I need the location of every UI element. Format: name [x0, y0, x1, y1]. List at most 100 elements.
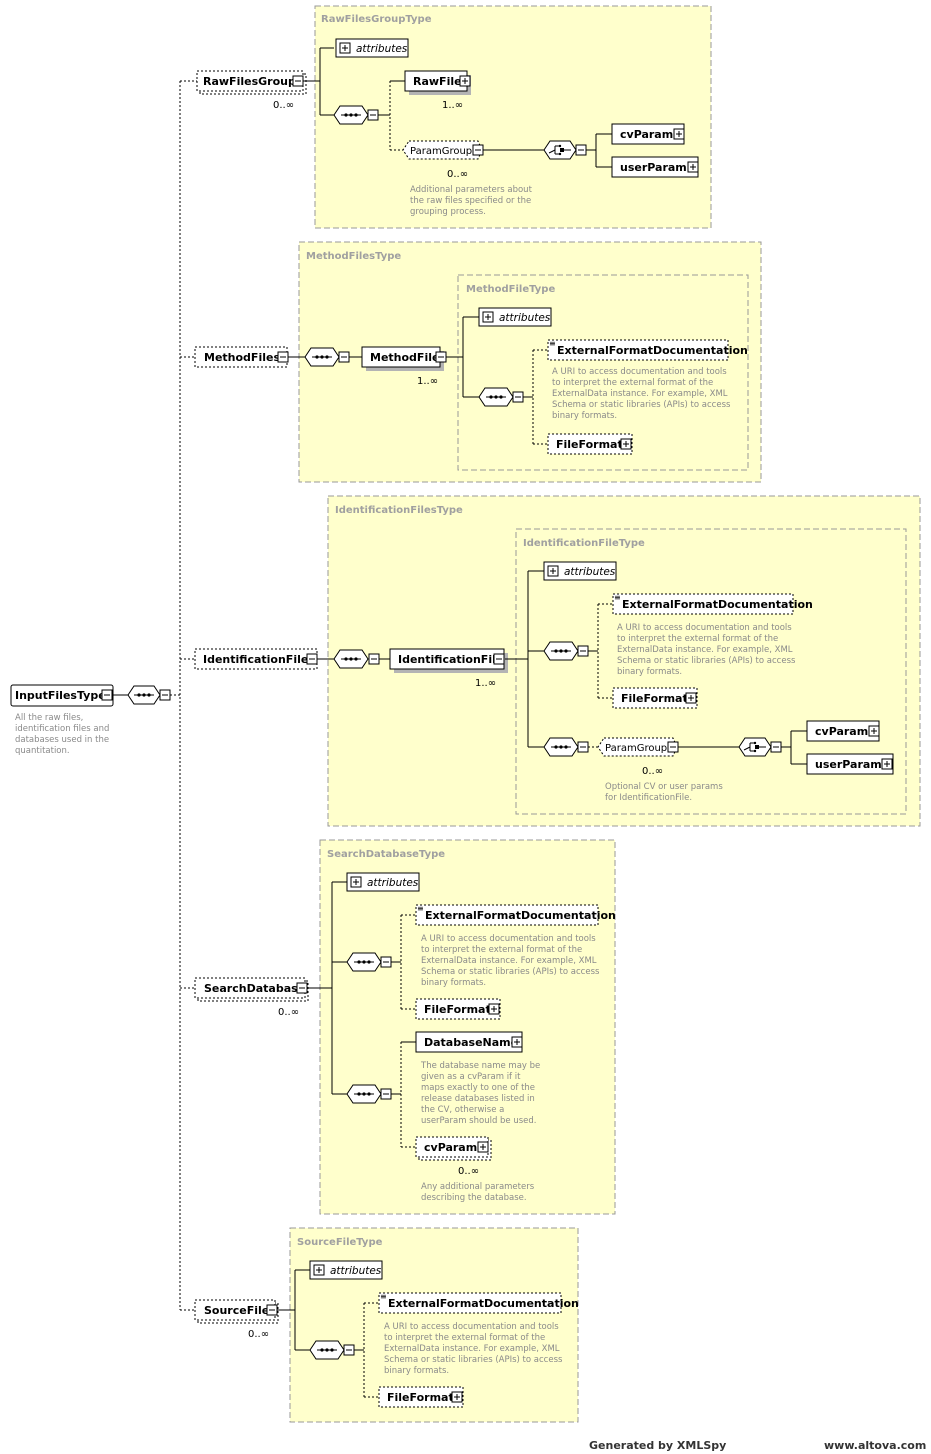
svg-text:FileFormat: FileFormat [556, 438, 623, 451]
search-database-sequence-1[interactable] [346, 952, 392, 972]
method-files-sequence[interactable] [304, 347, 350, 367]
source-file-element[interactable]: SourceFile [194, 1299, 279, 1324]
search-external-format-doc-element[interactable]: ≡ ExternalFormatDocumentation [415, 904, 616, 926]
svg-text:≡: ≡ [549, 339, 556, 348]
svg-text:≡: ≡ [417, 904, 424, 913]
search-database-sequence-2[interactable] [346, 1084, 392, 1104]
root-element-input-files-type[interactable]: InputFilesType [10, 684, 114, 707]
identification-file-cardinality: 1..∞ [475, 678, 496, 689]
svg-text:ExternalFormatDocumentation: ExternalFormatDocumentation [557, 344, 748, 357]
database-name-doc: The database name may be given as a cvPa… [420, 1061, 543, 1126]
identification-param-group-element[interactable]: ParamGroup [597, 737, 679, 757]
identification-external-format-doc-text: A URI to access documentation and tools … [617, 623, 798, 677]
svg-text:ExternalFormatDocumentation: ExternalFormatDocumentation [622, 598, 813, 611]
identification-cv-param-element[interactable]: cvParam [806, 720, 880, 742]
svg-text:attributes: attributes [330, 1265, 382, 1277]
identification-external-format-doc-element[interactable]: ≡ ExternalFormatDocumentation [612, 593, 813, 615]
method-files-element[interactable]: MethodFiles [194, 346, 289, 368]
method-files-label: MethodFiles [204, 351, 280, 364]
svg-text:≡: ≡ [380, 1292, 387, 1301]
svg-text:FileFormat: FileFormat [621, 692, 688, 705]
search-cv-param-cardinality: 0..∞ [458, 1166, 479, 1177]
svg-text:≡: ≡ [614, 593, 621, 602]
search-database-type-title: SearchDatabaseType [327, 849, 445, 860]
search-database-cardinality: 0..∞ [278, 1007, 299, 1018]
method-external-format-doc-element[interactable]: ≡ ExternalFormatDocumentation [547, 339, 748, 361]
source-file-cardinality: 0..∞ [248, 1329, 269, 1340]
raw-param-group-cardinality: 0..∞ [447, 169, 468, 180]
raw-cv-param-element[interactable]: cvParam [611, 123, 685, 145]
source-file-label: SourceFile [204, 1304, 269, 1317]
identification-files-type-title: IdentificationFilesType [335, 505, 463, 516]
source-file-attributes[interactable]: attributes [309, 1260, 383, 1280]
identification-file-sequence[interactable] [543, 641, 589, 661]
svg-text:FileFormat: FileFormat [424, 1003, 491, 1016]
source-file-type-title: SourceFileType [297, 1237, 383, 1248]
footer-site[interactable]: www.altova.com [824, 1439, 926, 1452]
method-file-attributes[interactable]: attributes [478, 307, 552, 327]
identification-param-group-cardinality: 0..∞ [642, 766, 663, 777]
raw-files-group-cardinality: 0..∞ [273, 100, 294, 111]
source-external-format-doc-element[interactable]: ≡ ExternalFormatDocumentation [378, 1292, 579, 1314]
identification-param-group-doc: Optional CV or user params for Identific… [605, 782, 725, 803]
identification-file-format-element[interactable]: FileFormat [612, 687, 698, 709]
raw-files-group-label: RawFilesGroup [203, 75, 296, 88]
raw-files-group-attributes[interactable]: attributes [335, 38, 409, 58]
root-element-label: InputFilesType [15, 689, 106, 702]
root-doc: All the raw files, identification files … [15, 713, 112, 756]
identification-file-type-title: IdentificationFileType [523, 538, 645, 549]
identification-file-label: IdentificationFile [398, 653, 503, 666]
method-external-format-doc-text: A URI to access documentation and tools … [552, 367, 733, 421]
method-file-sequence[interactable] [478, 387, 524, 407]
raw-user-param-element[interactable]: userParam [611, 156, 699, 178]
source-file-format-element[interactable]: FileFormat [378, 1386, 464, 1408]
svg-text:DatabaseName: DatabaseName [424, 1036, 518, 1049]
raw-file-element[interactable]: RawFile [404, 70, 471, 95]
svg-text:attributes: attributes [356, 43, 408, 55]
identification-files-element[interactable]: IdentificationFiles [194, 648, 318, 670]
identification-param-sequence[interactable] [543, 737, 589, 757]
svg-text:attributes: attributes [367, 877, 419, 889]
method-file-label: MethodFile [370, 351, 439, 364]
raw-param-group-label: ParamGroup [410, 146, 472, 157]
raw-file-label: RawFile [413, 75, 462, 88]
svg-text:ExternalFormatDocumentation: ExternalFormatDocumentation [388, 1297, 579, 1310]
svg-text:ExternalFormatDocumentation: ExternalFormatDocumentation [425, 909, 616, 922]
svg-text:ParamGroup: ParamGroup [605, 743, 667, 754]
svg-text:FileFormat: FileFormat [387, 1391, 454, 1404]
svg-text:userParam: userParam [815, 758, 882, 771]
svg-text:cvParam: cvParam [424, 1141, 477, 1154]
footer-generated: Generated by XMLSpy [589, 1439, 726, 1452]
identification-param-choice-compositor[interactable] [738, 737, 782, 757]
source-file-sequence[interactable] [309, 1340, 355, 1360]
search-database-label: SearchDatabase [204, 982, 305, 995]
raw-param-group-element[interactable]: ParamGroup [402, 140, 484, 160]
search-file-format-element[interactable]: FileFormat [415, 998, 501, 1020]
raw-param-choice-compositor[interactable] [543, 140, 587, 160]
method-file-cardinality: 1..∞ [417, 376, 438, 387]
method-files-type-title: MethodFilesType [306, 251, 401, 262]
method-file-element[interactable]: MethodFile [361, 346, 447, 371]
raw-files-group-element[interactable]: RawFilesGroup [196, 70, 307, 95]
svg-text:cvParam: cvParam [620, 128, 673, 141]
method-file-format-element[interactable]: FileFormat [547, 433, 633, 455]
source-external-format-doc-text: A URI to access documentation and tools … [384, 1322, 565, 1376]
identification-files-sequence[interactable] [333, 649, 380, 669]
root-sequence-compositor[interactable] [127, 685, 171, 705]
raw-files-group-type-title: RawFilesGroupType [321, 14, 432, 25]
search-cv-param-element[interactable]: cvParam [415, 1136, 492, 1161]
search-database-element[interactable]: SearchDatabase [194, 977, 309, 1002]
search-database-attributes[interactable]: attributes [346, 872, 420, 892]
svg-text:cvParam: cvParam [815, 725, 868, 738]
identification-file-attributes[interactable]: attributes [543, 561, 617, 581]
method-file-type-title: MethodFileType [466, 284, 555, 295]
raw-files-group-sequence[interactable] [333, 105, 379, 125]
raw-param-group-doc: Additional parameters about the raw file… [410, 185, 535, 217]
identification-files-label: IdentificationFiles [203, 653, 315, 666]
identification-user-param-element[interactable]: userParam [806, 753, 894, 775]
identification-file-element[interactable]: IdentificationFile [389, 648, 508, 673]
database-name-element[interactable]: DatabaseName [415, 1031, 523, 1053]
raw-file-cardinality: 1..∞ [442, 100, 463, 111]
svg-text:attributes: attributes [499, 312, 551, 324]
